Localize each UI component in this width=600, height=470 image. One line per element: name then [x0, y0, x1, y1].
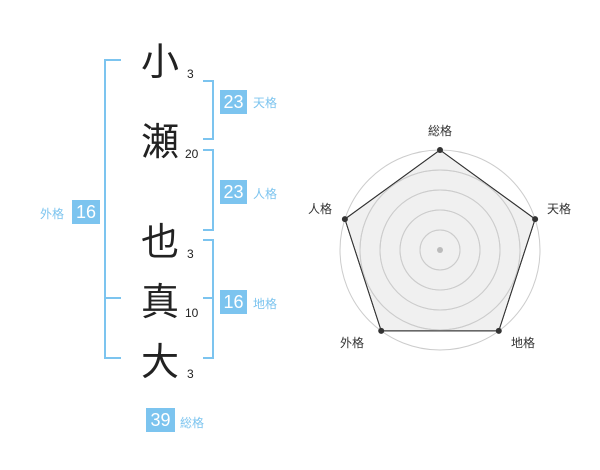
soukaku-score: 39	[146, 408, 175, 432]
gaikaku-label: 外格	[40, 207, 65, 221]
radar-inner-ring	[399, 209, 481, 291]
radar-outline	[344, 149, 536, 332]
chikaku-label: 地格	[253, 297, 278, 311]
radar-inner-ring	[359, 169, 521, 331]
kanji-3: 也	[140, 220, 179, 264]
kanji-1: 小	[140, 40, 179, 84]
radar-label-jinkaku: 人格	[308, 202, 333, 216]
radar-center-dot	[437, 247, 443, 253]
kanji-2: 瀬	[140, 120, 179, 164]
radar-inner-ring	[379, 189, 501, 311]
tenkaku-label: 天格	[253, 96, 278, 110]
kanji-5-strokes: 3	[187, 367, 194, 381]
soukaku-label: 総格	[180, 416, 205, 430]
radar-point	[495, 327, 502, 334]
radar-label-soukaku: 総格	[428, 124, 453, 138]
radar-inner-ring	[419, 229, 461, 271]
radar-label-gaikaku: 外格	[340, 336, 365, 350]
radar-point	[341, 216, 348, 223]
radar-point	[378, 327, 385, 334]
radar-point	[532, 216, 539, 223]
kanji-1-strokes: 3	[187, 67, 194, 81]
radar-polygon	[344, 149, 536, 332]
radar-label-chikaku: 地格	[511, 336, 536, 350]
jinkaku-score: 23	[220, 180, 247, 204]
radar-point	[437, 147, 443, 153]
tenkaku-score: 23	[220, 90, 247, 114]
jinkaku-label: 人格	[253, 187, 278, 201]
gaikaku-score: 16	[72, 200, 100, 224]
kanji-3-strokes: 3	[187, 247, 194, 261]
radar-label-tenkaku: 天格	[547, 202, 572, 216]
kanji-4-strokes: 10	[185, 306, 199, 320]
kanji-5: 大	[140, 340, 179, 384]
kanji-4: 真	[140, 280, 179, 324]
kanji-2-strokes: 20	[185, 147, 199, 161]
chikaku-score: 16	[220, 290, 247, 314]
